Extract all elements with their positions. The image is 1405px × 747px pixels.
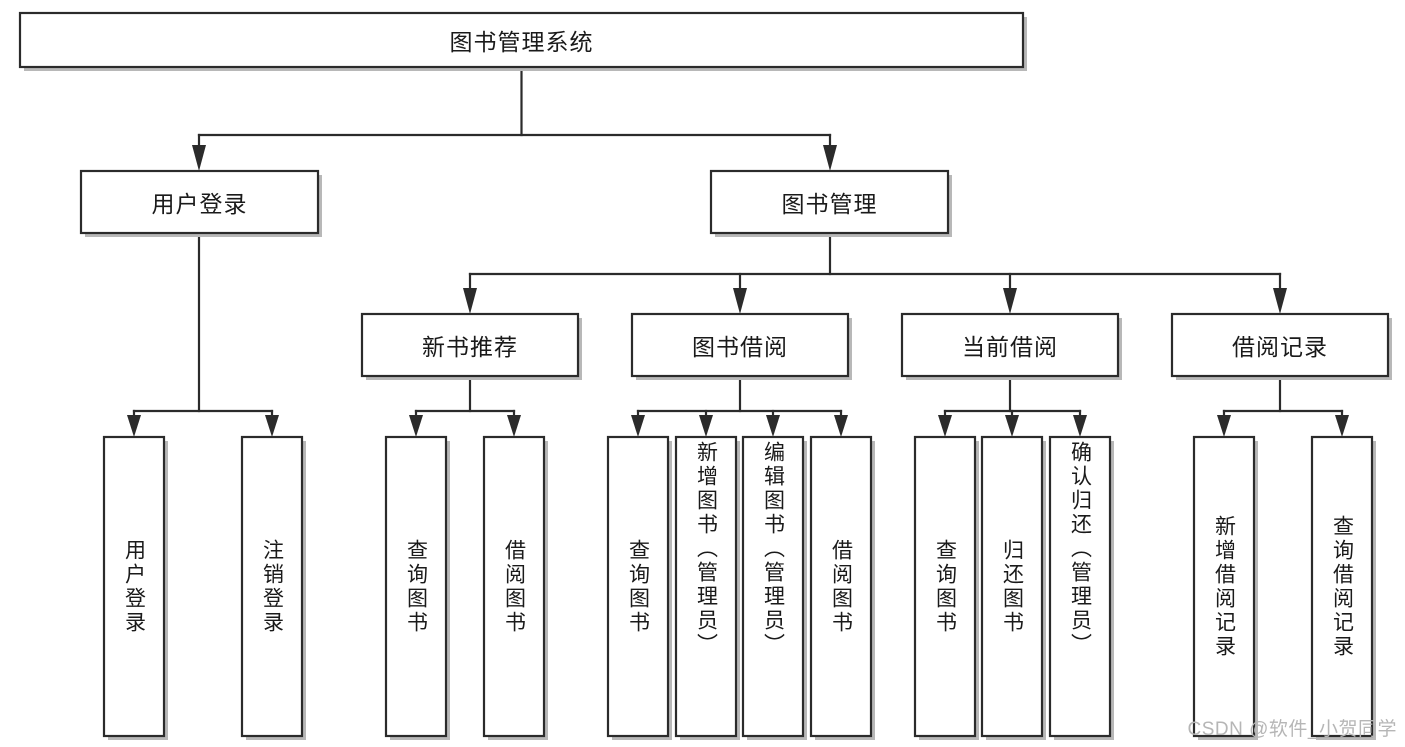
arrow-head-leaf-borrow-lend [834, 415, 848, 437]
leaf-user-logout-box[interactable] [240, 435, 304, 738]
current-borrow-node-box[interactable] [900, 312, 1120, 378]
leaf-current-confirm-box[interactable] [1048, 435, 1112, 738]
arrow-head-leaf-borrow-edit [766, 415, 780, 437]
leaf-borrow-add-box[interactable] [674, 435, 738, 738]
leaf-current-query-box[interactable] [913, 435, 977, 738]
arrow-head-user-login [192, 145, 206, 171]
arrow-head-leaf-record-add [1217, 415, 1231, 437]
user-login-node-box[interactable] [79, 169, 320, 235]
arrow-head-leaf-record-query [1335, 415, 1349, 437]
leaf-current-return-box[interactable] [980, 435, 1044, 738]
arrow-head-leaf-current-query [938, 415, 952, 437]
leaf-borrow-lend-box[interactable] [809, 435, 873, 738]
leaf-record-add-box[interactable] [1192, 435, 1256, 738]
arrow-head-book-manage [823, 145, 837, 171]
new-book-rec-node-box[interactable] [360, 312, 580, 378]
arrow-head-leaf-user-logout [265, 415, 279, 437]
arrow-head-leaf-user-login [127, 415, 141, 437]
book-manage-node-box[interactable] [709, 169, 950, 235]
arrow-head-current-borrow [1003, 288, 1017, 314]
leaf-rec-borrow-box[interactable] [482, 435, 546, 738]
leaf-rec-query-box[interactable] [384, 435, 448, 738]
arrow-head-leaf-borrow-add [699, 415, 713, 437]
leaf-record-query-box[interactable] [1310, 435, 1374, 738]
csdn-watermark: CSDN @软件_小贺同学 [1187, 719, 1397, 740]
arrow-head-leaf-current-return [1005, 415, 1019, 437]
arrow-head-leaf-rec-query [409, 415, 423, 437]
boxes-layer [18, 11, 1392, 740]
arrow-head-leaf-current-confirm [1073, 415, 1087, 437]
arrow-head-leaf-borrow-query [631, 415, 645, 437]
borrow-record-node-box[interactable] [1170, 312, 1390, 378]
book-borrow-node-box[interactable] [630, 312, 850, 378]
arrow-head-borrow-record [1273, 288, 1287, 314]
leaf-borrow-query-box[interactable] [606, 435, 670, 738]
arrow-head-leaf-rec-borrow [507, 415, 521, 437]
arrow-head-book-borrow [733, 288, 747, 314]
root-node-box[interactable] [18, 11, 1025, 69]
leaf-user-login-box[interactable] [102, 435, 166, 738]
leaf-borrow-edit-box[interactable] [741, 435, 805, 738]
connectors-layer [127, 65, 1349, 437]
arrow-head-new-book-rec [463, 288, 477, 314]
